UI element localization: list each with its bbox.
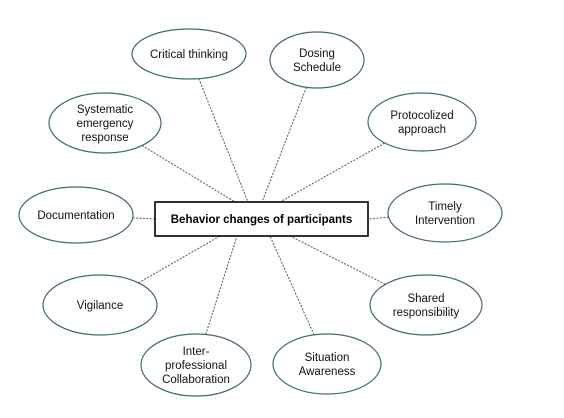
connector-situation-awareness <box>269 235 315 336</box>
node-ellipse-timely-intervention <box>387 183 503 243</box>
connector-vigilance <box>138 235 221 284</box>
node-label-situation-awareness: Awareness <box>299 366 356 378</box>
node-label-protocolized-approach: Protocolized <box>390 110 453 122</box>
node-label-timely-intervention: Timely <box>428 201 462 213</box>
node-label-dosing-schedule: Schedule <box>293 62 341 74</box>
node-label-vigilance: Vigilance <box>77 300 123 312</box>
node-label-interprofessional-collaboration: Collaboration <box>162 374 230 386</box>
node-documentation: Documentation <box>18 186 134 244</box>
connector-documentation <box>132 217 156 220</box>
node-ellipse-shared-responsibility <box>369 274 483 336</box>
node-ellipse-dosing-schedule <box>269 31 365 89</box>
outer-nodes: Critical thinking DosingScheduleProtocoli… <box>18 28 503 397</box>
node-label-timely-intervention: Intervention <box>415 215 475 227</box>
center-node: Behavior changes of participants <box>154 201 369 237</box>
node-critical-thinking: Critical thinking <box>131 28 247 80</box>
connector-interprofessional-collaboration <box>205 235 238 335</box>
node-systematic-emergency-response: Systematic emergency response <box>48 92 162 154</box>
node-ellipse-interprofessional-collaboration <box>140 333 252 397</box>
node-ellipse-systematic-emergency-response <box>48 92 162 154</box>
connector-lines <box>132 78 389 336</box>
connector-systematic-emergency-response <box>141 145 236 203</box>
node-label-critical-thinking: Critical thinking <box>150 49 228 61</box>
node-vigilance: Vigilance <box>42 274 158 336</box>
connector-dosing-schedule <box>261 87 307 203</box>
node-label-shared-responsibility: responsibility <box>393 307 460 319</box>
connector-shared-responsibility <box>289 235 386 285</box>
node-label-interprofessional-collaboration: professional <box>165 360 227 372</box>
node-label-situation-awareness: Situation <box>305 352 350 364</box>
connector-critical-thinking <box>198 78 249 203</box>
node-ellipse-documentation <box>18 186 134 244</box>
center-box <box>154 201 369 237</box>
connector-protocolized-approach <box>279 142 385 203</box>
node-label-systematic-emergency-response: emergency <box>77 118 134 130</box>
connector-timely-intervention <box>367 216 389 220</box>
node-label-protocolized-approach: approach <box>398 124 446 136</box>
node-label-systematic-emergency-response: response <box>81 132 128 144</box>
node-label-documentation: Documentation <box>37 210 114 222</box>
node-label-systematic-emergency-response: Systematic <box>77 104 133 116</box>
node-label-shared-responsibility: Shared <box>407 293 444 305</box>
node-ellipse-critical-thinking <box>131 28 247 80</box>
node-label-interprofessional-collaboration: Inter- <box>183 346 210 358</box>
node-protocolized-approach: Protocolized approach <box>367 92 477 152</box>
node-label-dosing-schedule: Dosing <box>299 48 335 60</box>
node-shared-responsibility: Shared responsibility <box>369 274 483 336</box>
node-ellipse-vigilance <box>42 274 158 336</box>
node-ellipse-situation-awareness <box>272 333 382 395</box>
node-ellipse-protocolized-approach <box>367 92 477 152</box>
center-label: Behavior changes of participants <box>171 214 353 226</box>
